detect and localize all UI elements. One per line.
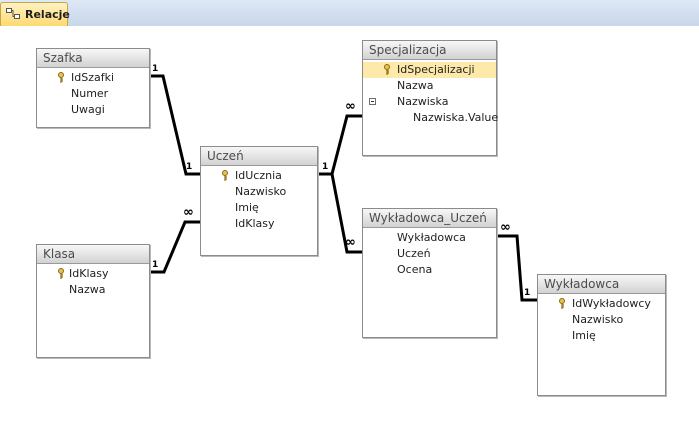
field-name[interactable]: Uwagi	[71, 103, 105, 116]
field-name[interactable]: Imię	[235, 201, 259, 214]
relationships-icon	[6, 8, 20, 19]
field-name[interactable]: Nazwiska.Value	[413, 111, 499, 124]
field-name: IdWykładowcy	[572, 297, 651, 310]
primary-key-icon	[222, 170, 228, 181]
field-name: IdKlasy	[69, 267, 109, 280]
field-name[interactable]: Numer	[71, 87, 109, 100]
field-name: IdSzafki	[71, 71, 115, 84]
primary-key-icon	[58, 72, 64, 83]
tab-relacje[interactable]: Relacje	[0, 2, 70, 26]
field-name[interactable]: Nazwisko	[572, 313, 624, 326]
table-title[interactable]: Wykładowca_Uczeń	[363, 209, 496, 228]
card-many-uczen: ∞	[183, 205, 194, 220]
document-tab-bar: Relacje	[0, 0, 699, 27]
table-title[interactable]: Uczeń	[201, 147, 317, 166]
field-row[interactable]: IdKlasy	[37, 266, 149, 282]
card-many-specjalizacja: ∞	[345, 99, 356, 114]
field-name[interactable]: Nazwa	[397, 79, 434, 92]
field-name[interactable]: Imię	[572, 329, 596, 342]
field-name[interactable]: Ocena	[397, 263, 433, 276]
field-row-multivalue[interactable]: Nazwiska	[363, 94, 496, 110]
table-title[interactable]: Specjalizacja	[363, 41, 496, 60]
field-row[interactable]: IdWykładowcy	[538, 296, 665, 312]
card-one-klasa: 1	[152, 260, 159, 270]
primary-key-icon	[559, 298, 565, 309]
field-row-selected[interactable]: IdSpecjalizacji	[363, 62, 496, 78]
field-row[interactable]: IdSzafki	[37, 70, 149, 86]
field-name[interactable]: Wykładowca	[397, 231, 466, 244]
table-uczen[interactable]: Uczeń IdUcznia Nazwisko Imię IdKlasy	[200, 146, 318, 256]
card-many-wykladowca-uczen: ∞	[345, 235, 356, 250]
table-szafka[interactable]: Szafka IdSzafki Numer Uwagi	[36, 48, 150, 128]
table-klasa[interactable]: Klasa IdKlasy Nazwa	[36, 244, 150, 358]
table-wykladowca-uczen[interactable]: Wykładowca_Uczeń Wykładowca Uczeń Ocena	[362, 208, 497, 338]
field-row[interactable]: IdUcznia	[201, 168, 317, 184]
field-name: IdSpecjalizacji	[397, 63, 475, 76]
table-title[interactable]: Wykładowca	[538, 275, 665, 294]
primary-key-icon	[384, 64, 390, 75]
card-many-wykladowca-uczen-right: ∞	[500, 220, 511, 235]
tab-label: Relacje	[25, 8, 70, 21]
table-title[interactable]: Klasa	[37, 245, 149, 264]
card-one-wykladowca: 1	[524, 288, 531, 298]
field-name[interactable]: Uczeń	[397, 247, 431, 260]
card-one-uczen-right: 1	[322, 162, 329, 172]
card-one-uczen: 1	[186, 162, 193, 172]
field-name: Nazwiska	[397, 95, 449, 108]
field-name[interactable]: Nazwa	[69, 283, 106, 296]
field-name: IdUcznia	[235, 169, 282, 182]
table-specjalizacja[interactable]: Specjalizacja IdSpecjalizacji Nazwa Nazw…	[362, 40, 499, 156]
field-name[interactable]: Nazwisko	[235, 185, 287, 198]
collapse-minus-icon[interactable]	[369, 98, 376, 105]
card-one-szafka: 1	[152, 64, 159, 74]
primary-key-icon	[58, 268, 64, 279]
field-name[interactable]: IdKlasy	[235, 217, 275, 230]
table-title[interactable]: Szafka	[37, 49, 149, 68]
table-wykladowca[interactable]: Wykładowca IdWykładowcy Nazwisko Imię	[537, 274, 666, 396]
